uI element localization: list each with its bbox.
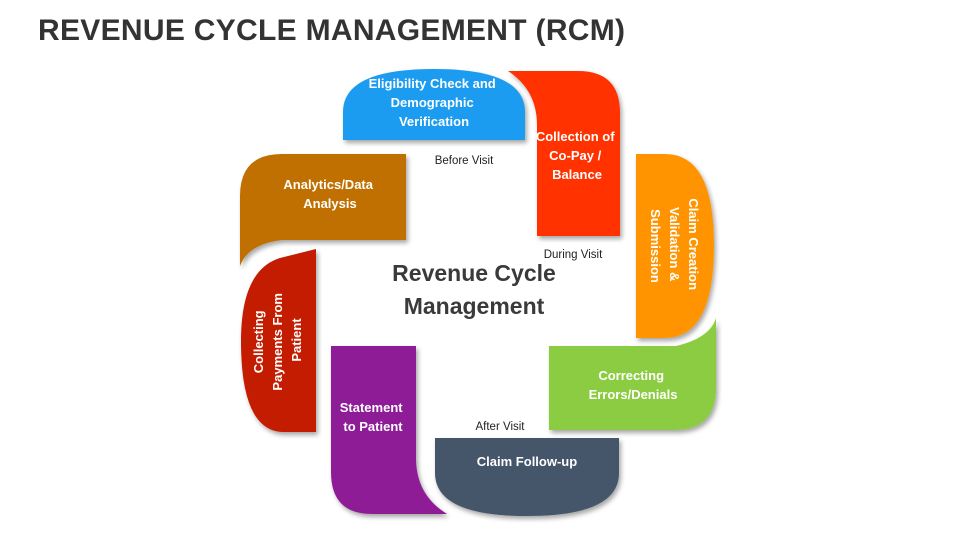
step-eligibility-shape <box>343 69 525 140</box>
center-title-line2: Management <box>404 293 545 319</box>
phase-before-visit: Before Visit <box>435 155 494 167</box>
step-collecting-shape <box>241 249 316 432</box>
step-collecting-label: Collecting Payments From Patient <box>251 289 304 390</box>
step-eligibility-label: Eligibility Check and Demographic Verifi… <box>369 76 500 129</box>
step-follow-up-label: Claim Follow-up <box>477 454 577 469</box>
step-claim-creation: Claim Creation Validation & Submission <box>636 154 714 338</box>
step-statement-shape <box>331 346 447 514</box>
step-correcting-label: Correcting Errors/Denials <box>589 368 678 402</box>
step-claim-creation-shape <box>636 154 714 338</box>
step-statement: Statement to Patient <box>331 346 447 514</box>
step-eligibility: Eligibility Check and Demographic Verifi… <box>343 69 525 140</box>
center-title-line1: Revenue Cycle <box>392 260 556 286</box>
phase-after-visit: After Visit <box>476 421 526 433</box>
step-follow-up-shape <box>435 438 619 516</box>
step-copay-label: Collection of Co-Pay / Balance <box>536 129 618 182</box>
step-analytics: Analytics/Data Analysis <box>240 154 406 266</box>
step-correcting-shape <box>549 318 716 430</box>
step-claim-creation-label: Claim Creation Validation & Submission <box>648 198 701 293</box>
page-title: REVENUE CYCLE MANAGEMENT (RCM) <box>38 14 626 47</box>
step-copay-shape <box>508 71 620 236</box>
step-analytics-label: Analytics/Data Analysis <box>283 177 376 211</box>
step-collecting: Collecting Payments From Patient <box>241 249 316 432</box>
step-analytics-shape <box>240 154 406 266</box>
phase-during-visit: During Visit <box>544 249 603 261</box>
step-copay: Collection of Co-Pay / Balance <box>508 71 620 236</box>
step-correcting: Correcting Errors/Denials <box>549 318 716 430</box>
step-statement-label: Statement to Patient <box>340 400 406 434</box>
step-follow-up: Claim Follow-up <box>435 438 619 516</box>
